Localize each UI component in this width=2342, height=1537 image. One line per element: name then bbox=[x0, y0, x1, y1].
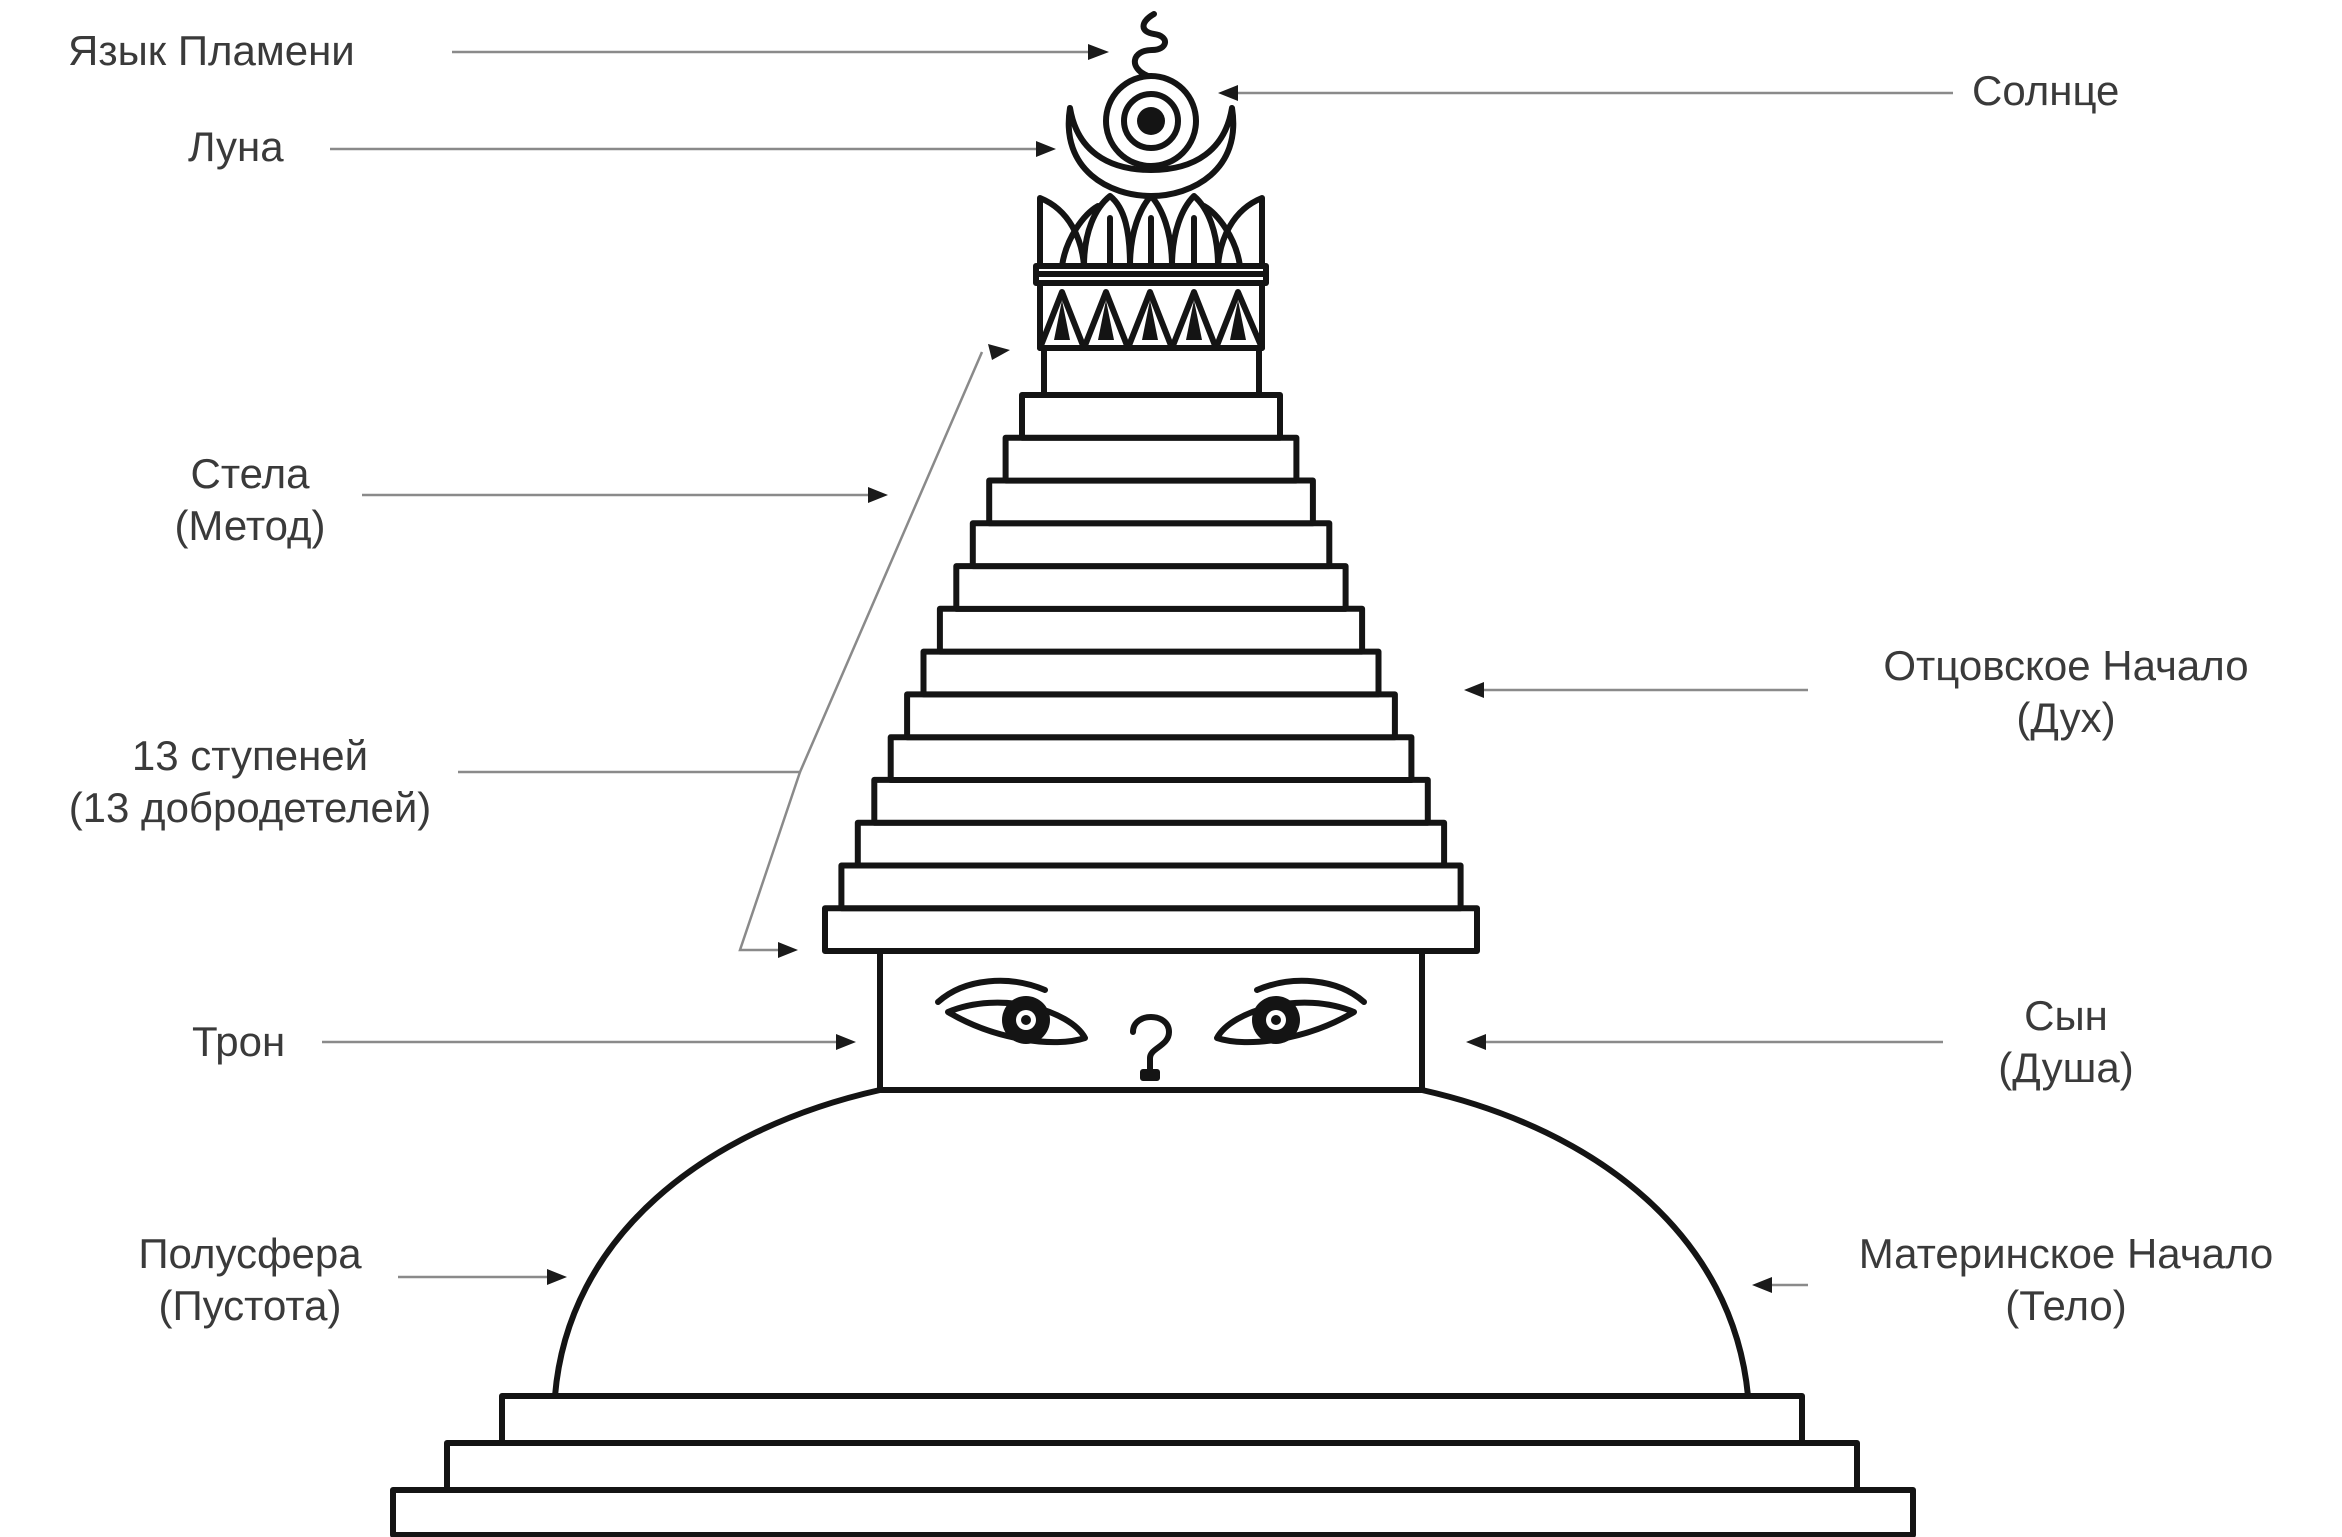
label-son-sub: (Душа) bbox=[1998, 1044, 2133, 1091]
label-throne: Трон bbox=[192, 1018, 285, 1065]
label-stele: Стела bbox=[191, 450, 311, 497]
label-hemisphere: Полусфера bbox=[138, 1230, 362, 1277]
step-13 bbox=[1022, 395, 1280, 438]
step-5 bbox=[891, 737, 1412, 780]
step-12 bbox=[1006, 438, 1297, 481]
sun-disc bbox=[1106, 76, 1196, 166]
label-father-sub: (Дух) bbox=[2016, 694, 2115, 741]
lotus-crown bbox=[1036, 196, 1266, 395]
step-2 bbox=[841, 866, 1460, 909]
step-6 bbox=[907, 694, 1395, 737]
label-son: Сын bbox=[2024, 992, 2108, 1039]
flame-tongue bbox=[1135, 14, 1165, 76]
hemisphere-dome bbox=[555, 1090, 1748, 1396]
label-father: Отцовское Начало bbox=[1883, 642, 2248, 689]
thirteen-steps bbox=[825, 395, 1477, 951]
label-steps-sub: (13 добродетелей) bbox=[69, 784, 432, 831]
label-hemisphere-sub: (Пустота) bbox=[158, 1282, 341, 1329]
step-9 bbox=[956, 566, 1345, 609]
label-mother: Материнское Начало bbox=[1859, 1230, 2274, 1277]
step-8 bbox=[940, 609, 1362, 652]
label-steps: 13 ступеней bbox=[132, 732, 368, 779]
label-flame: Язык Пламени bbox=[68, 27, 355, 74]
step-11 bbox=[989, 481, 1313, 524]
base-tiers bbox=[393, 1396, 1913, 1535]
moon-sun-flame bbox=[1069, 14, 1234, 196]
step-10 bbox=[973, 523, 1330, 566]
step-4 bbox=[874, 780, 1428, 823]
label-stele-sub: (Метод) bbox=[174, 502, 325, 549]
step-7 bbox=[924, 652, 1379, 695]
label-moon: Луна bbox=[188, 123, 284, 170]
throne bbox=[880, 951, 1422, 1090]
stupa-drawing bbox=[393, 14, 1913, 1535]
step-1 bbox=[825, 908, 1477, 951]
step-3 bbox=[858, 823, 1444, 866]
label-mother-sub: (Тело) bbox=[2005, 1282, 2127, 1329]
label-sun: Солнце bbox=[1972, 67, 2119, 114]
